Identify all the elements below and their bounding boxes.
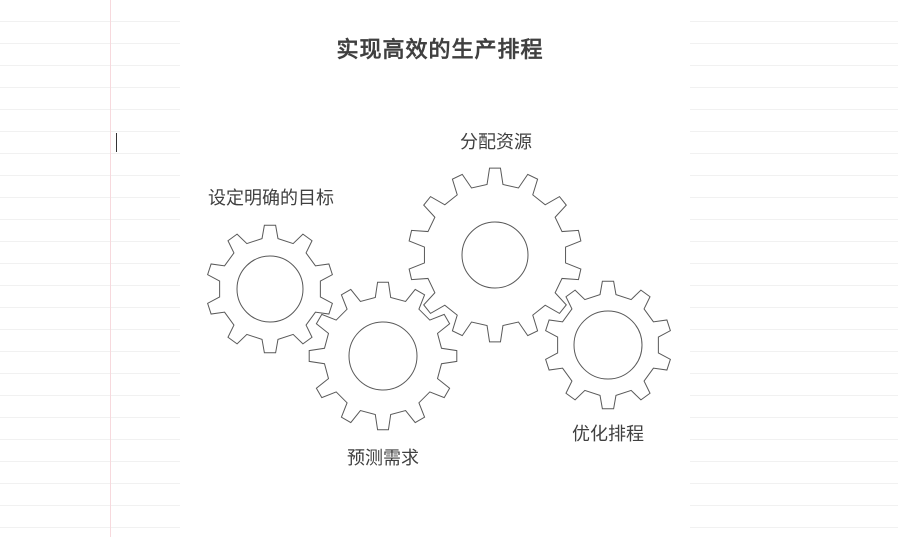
step-label-allocate: 分配资源: [460, 132, 532, 153]
gear-hub: [236, 255, 304, 323]
gear-hub: [461, 221, 529, 289]
gear-hub: [573, 310, 643, 380]
gear-goal: [207, 224, 333, 354]
page-title: 实现高效的生产排程: [336, 38, 544, 63]
step-label-optimize: 优化排程: [572, 424, 644, 445]
gear-forecast: [308, 281, 458, 431]
step-label-forecast: 预测需求: [347, 448, 419, 469]
text-cursor: [116, 133, 117, 152]
gear-allocate: [408, 167, 582, 343]
gear-hub: [348, 321, 418, 391]
margin-line: [110, 0, 111, 537]
gear-optimize: [545, 280, 671, 410]
step-label-goal: 设定明确的目标: [208, 188, 334, 209]
